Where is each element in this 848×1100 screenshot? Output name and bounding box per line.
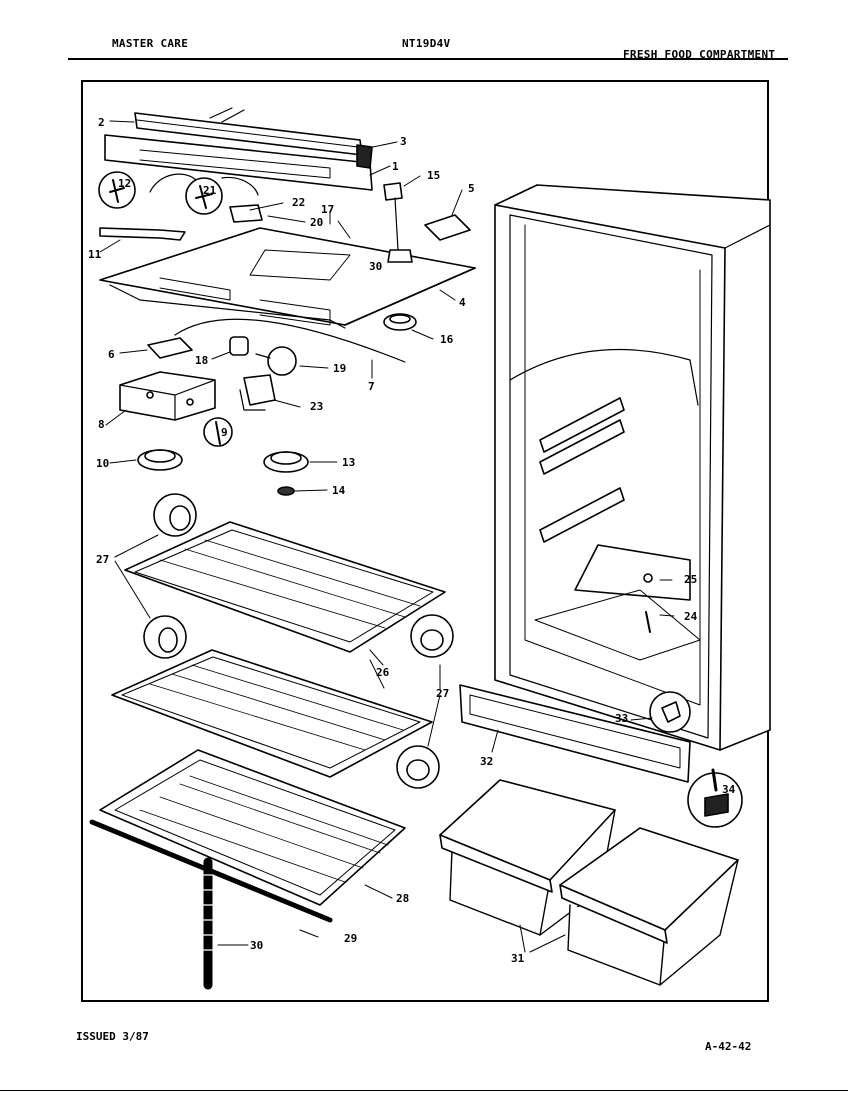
leader-lines (99, 120, 675, 953)
footer-rule (0, 1090, 848, 1091)
callout-29: 29 (344, 932, 357, 945)
header-rule (68, 58, 788, 60)
callout-33: 33 (615, 712, 628, 725)
callout-2: 2 (98, 116, 105, 129)
callout-14: 14 (332, 484, 346, 497)
callout-30: 30 (250, 939, 263, 952)
callout-26: 26 (376, 666, 390, 679)
control-box (119, 371, 276, 447)
control-housing-parts (104, 107, 373, 191)
section-title: FRESH FOOD COMPARTMENT (623, 48, 776, 61)
crisper-drawers (439, 779, 739, 986)
upper-glass-shelf (124, 493, 454, 659)
crisper-cover (89, 749, 406, 990)
callout-28: 28 (396, 892, 409, 905)
callout-13: 13 (342, 456, 355, 469)
callout-12: 12 (118, 177, 131, 190)
model-number: NT19D4V (402, 37, 451, 50)
misc-components (383, 182, 471, 331)
brand-label: MASTER CARE (112, 37, 189, 50)
thermostat-and-light (147, 318, 406, 376)
issued-date: ISSUED 3/87 (76, 1030, 149, 1043)
callout-labels: 2 3 1 15 5 12 21 22 17 20 30 11 4 16 6 1… (88, 116, 736, 965)
callout-34: 34 (722, 783, 736, 796)
control-knobs (137, 449, 309, 496)
callout-20: 20 (310, 216, 323, 229)
callout-27-left: 27 (96, 553, 109, 566)
callout-10: 10 (96, 457, 109, 470)
callout-17: 17 (321, 203, 334, 216)
callout-23: 23 (310, 400, 323, 413)
callout-4: 4 (459, 296, 466, 309)
callout-25: 25 (684, 573, 697, 586)
callout-30-small: 30 (369, 260, 382, 273)
callout-5: 5 (468, 182, 475, 195)
callout-18: 18 (195, 354, 208, 367)
base-grille (459, 684, 743, 828)
callout-8: 8 (98, 418, 105, 431)
callout-7: 7 (368, 380, 375, 393)
refrigerator-cabinet (494, 184, 771, 751)
callout-11: 11 (88, 248, 102, 261)
callout-1: 1 (392, 160, 399, 173)
callout-9: 9 (221, 426, 228, 439)
callout-27-right: 27 (436, 687, 449, 700)
callout-32: 32 (480, 755, 493, 768)
callout-31: 31 (511, 952, 525, 965)
middle-glass-shelf (111, 649, 440, 789)
callout-21: 21 (203, 184, 217, 197)
callout-15: 15 (427, 169, 440, 182)
callout-3: 3 (400, 135, 407, 148)
page-code: A-42-42 (705, 1040, 752, 1053)
top-panel (99, 227, 476, 329)
callout-19: 19 (333, 362, 346, 375)
callout-22: 22 (292, 196, 305, 209)
callout-6: 6 (108, 348, 115, 361)
callout-24: 24 (684, 610, 698, 623)
callout-16: 16 (440, 333, 454, 346)
